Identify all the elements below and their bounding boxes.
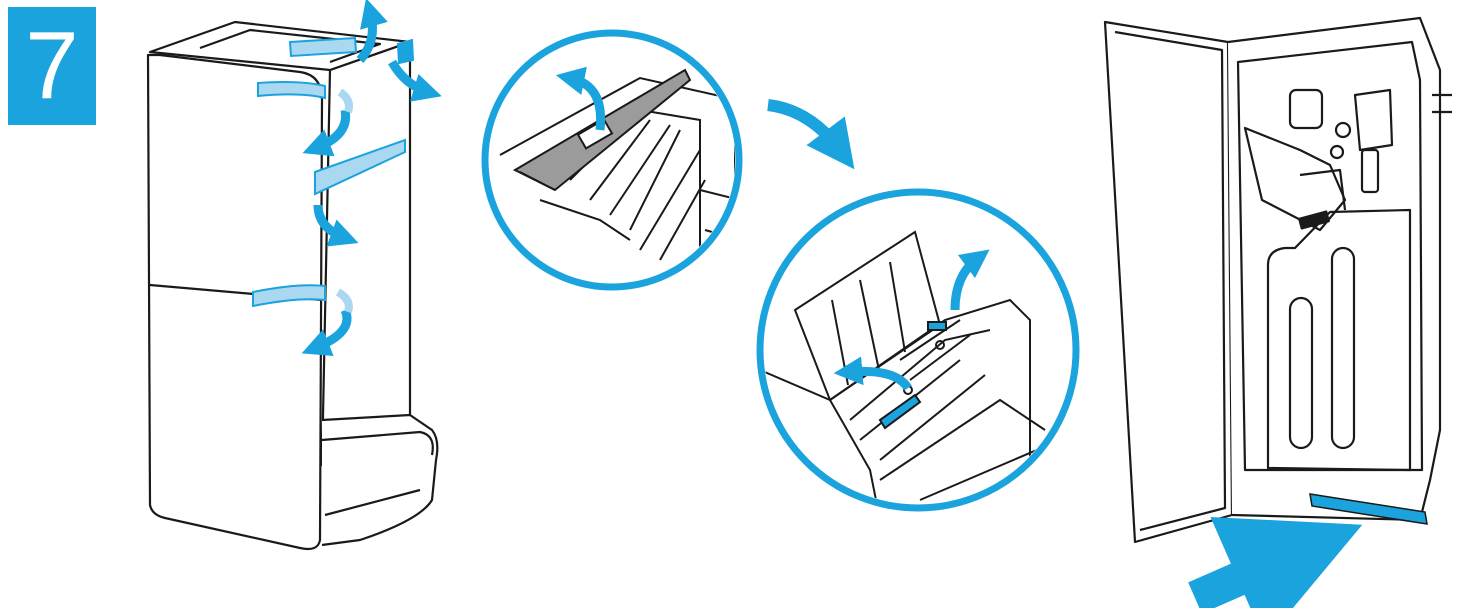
transition-arrow bbox=[768, 105, 840, 150]
push-door-arrow bbox=[1195, 552, 1300, 598]
inner-tray-zoom bbox=[760, 192, 1076, 520]
top-cover-zoom bbox=[485, 33, 740, 287]
front-door-open bbox=[1105, 18, 1452, 542]
